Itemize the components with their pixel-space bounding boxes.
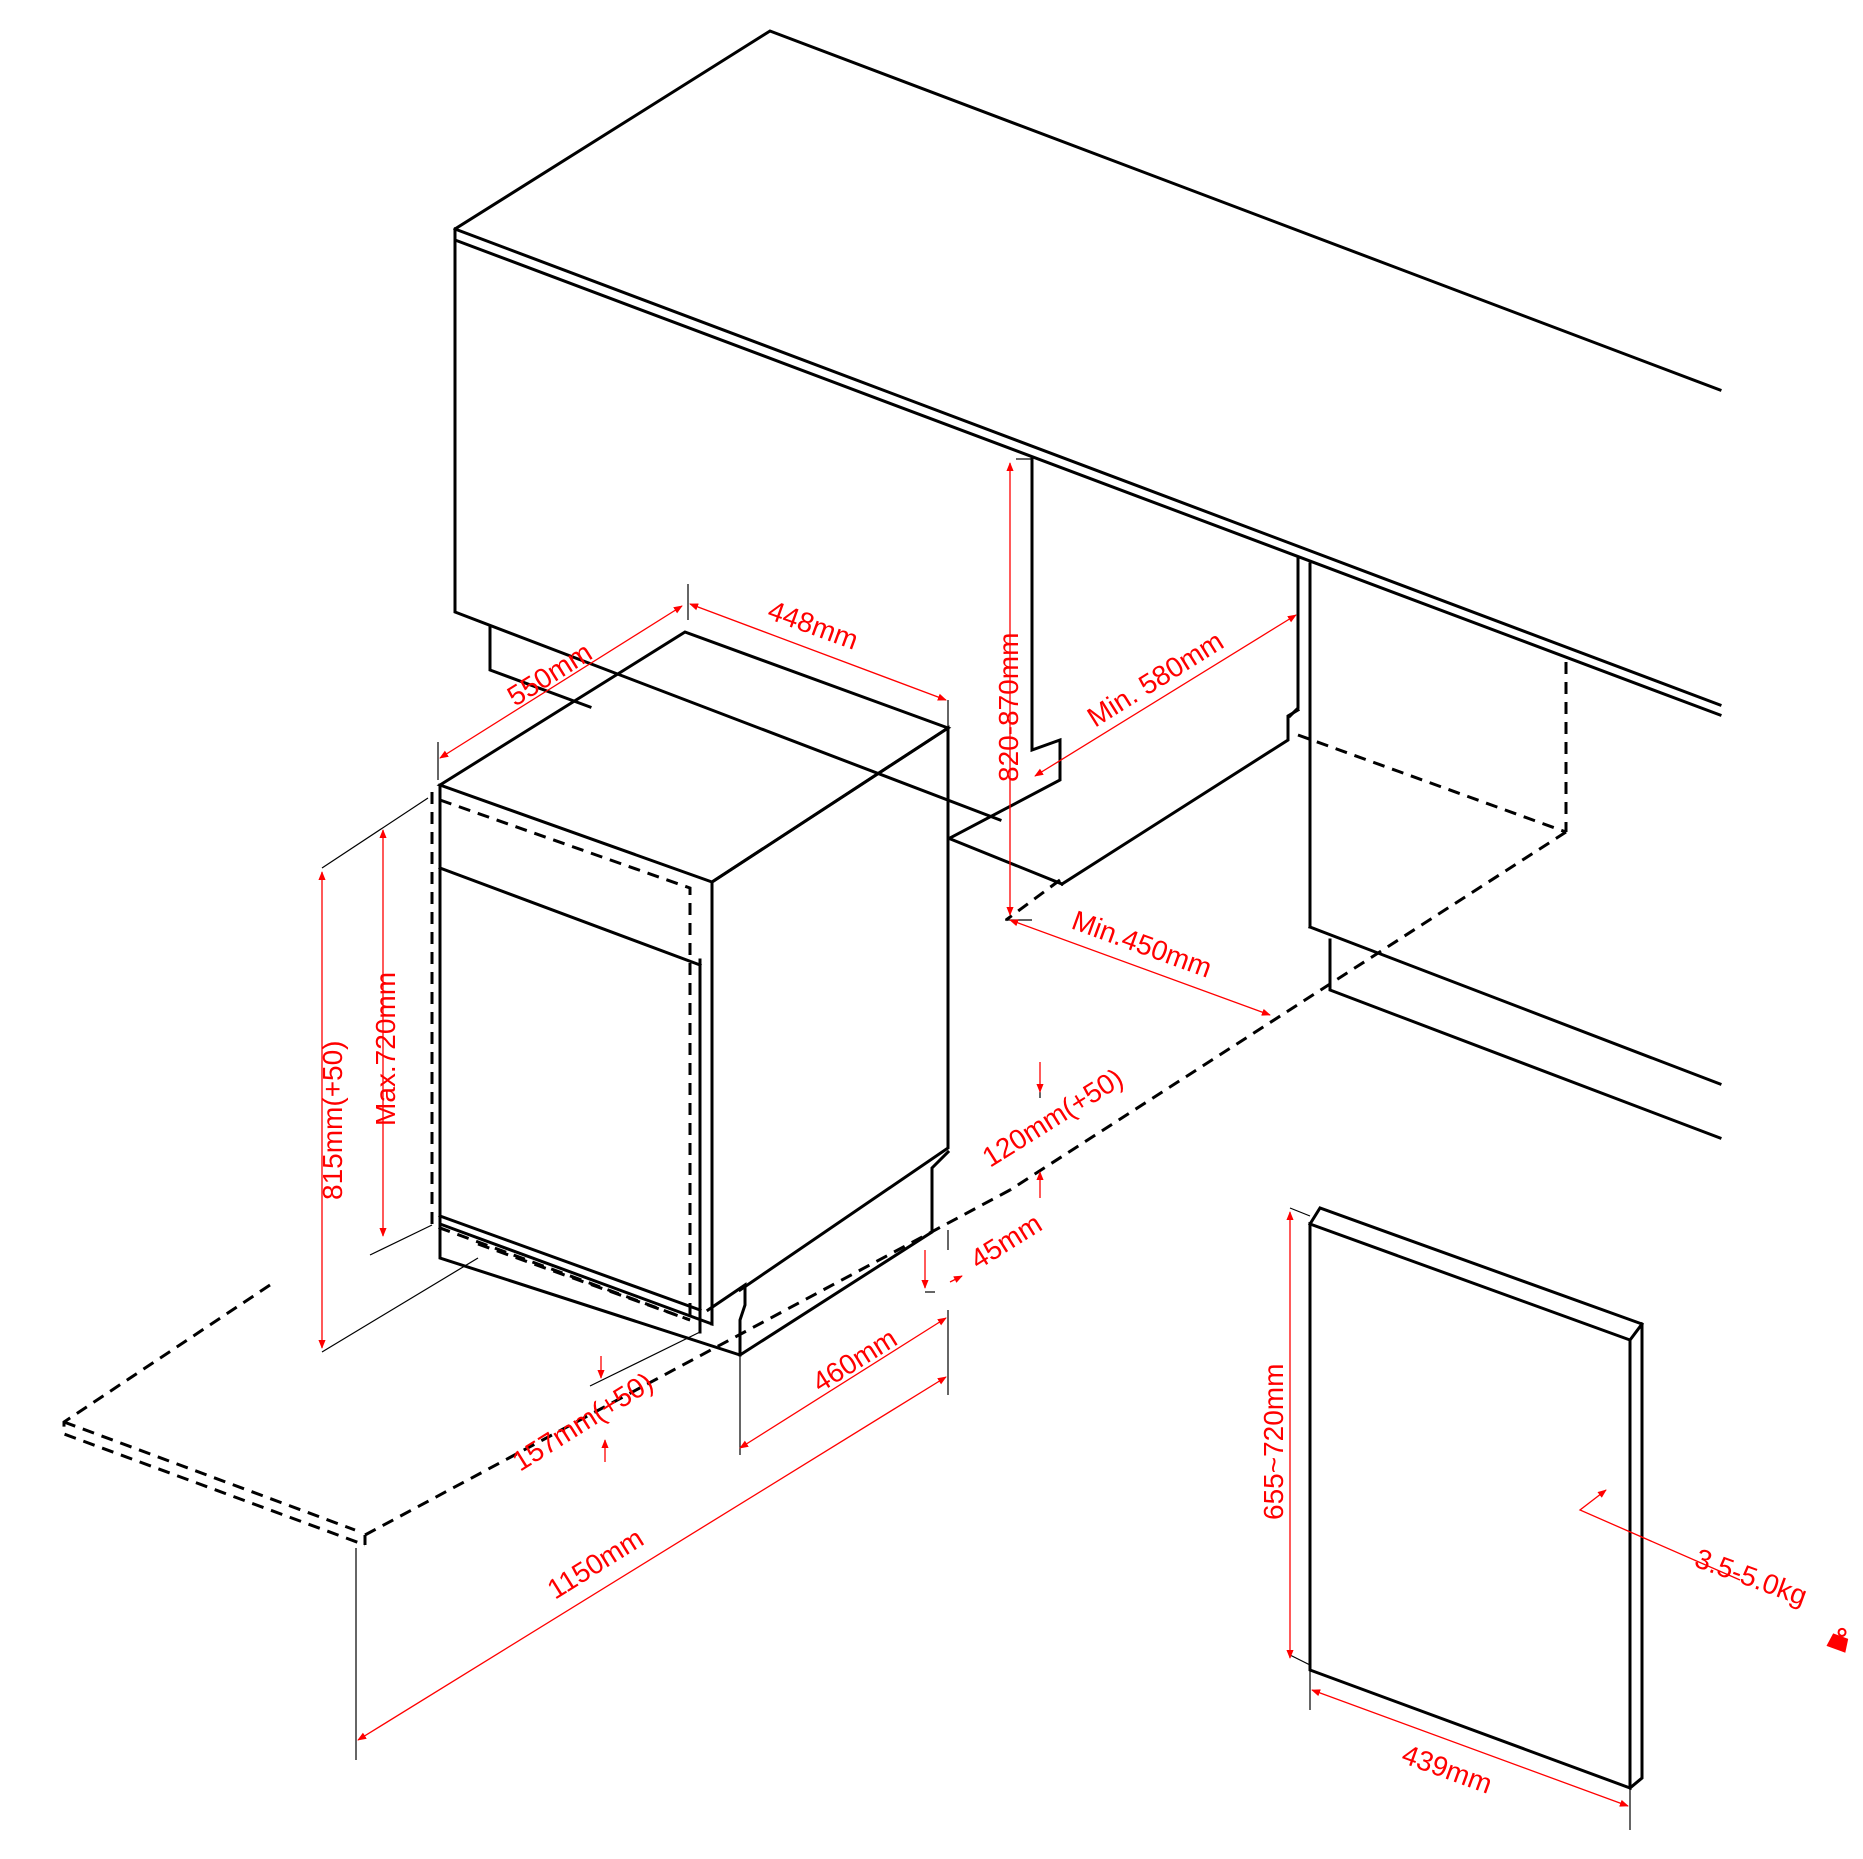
dim-580-line	[1034, 614, 1297, 777]
label-niche-height: 820-870mm	[993, 633, 1024, 782]
label-460: 460mm	[807, 1322, 903, 1398]
dim-450-line	[1009, 919, 1271, 1016]
label-panel-height: 655~720mm	[1258, 1364, 1289, 1520]
dim-550-line	[439, 605, 683, 759]
label-448: 448mm	[764, 595, 862, 656]
door-panel	[1307, 1206, 1645, 1791]
label-max-720: Max.720mm	[370, 972, 401, 1126]
label-120: 120mm(+50)	[977, 1062, 1129, 1173]
label-weight: 3.5-5.0kg	[1691, 1543, 1811, 1612]
weight-icon	[1826, 1627, 1849, 1653]
dim-45-arrow-right	[949, 1275, 963, 1283]
label-min-450: Min.450mm	[1068, 905, 1216, 984]
dim-panel-width-line	[1311, 1689, 1629, 1807]
label-45: 45mm	[965, 1208, 1047, 1276]
right-cabinet	[1287, 556, 1722, 1140]
niche-dashed-outline	[62, 662, 1568, 1547]
dim-weight-leader	[1578, 1489, 1741, 1581]
dim-1150-line	[357, 1376, 947, 1741]
left-cabinet	[453, 238, 1002, 822]
extension-lines	[321, 458, 1631, 1830]
countertop	[453, 29, 1722, 717]
label-min-580: Min. 580mm	[1082, 625, 1229, 733]
label-157: 157mm(+50)	[507, 1366, 659, 1477]
label-panel-width: 439mm	[1398, 1739, 1496, 1800]
label-1150: 1150mm	[542, 1522, 649, 1605]
label-815: 815mm(+50)	[317, 1040, 348, 1200]
dishwasher	[430, 630, 952, 1357]
dim-448-line	[689, 603, 947, 701]
dimension-labels: 550mm 448mm 820-870mm Min. 580mm Min.450…	[317, 595, 1811, 1800]
dimension-lines	[318, 462, 1741, 1807]
